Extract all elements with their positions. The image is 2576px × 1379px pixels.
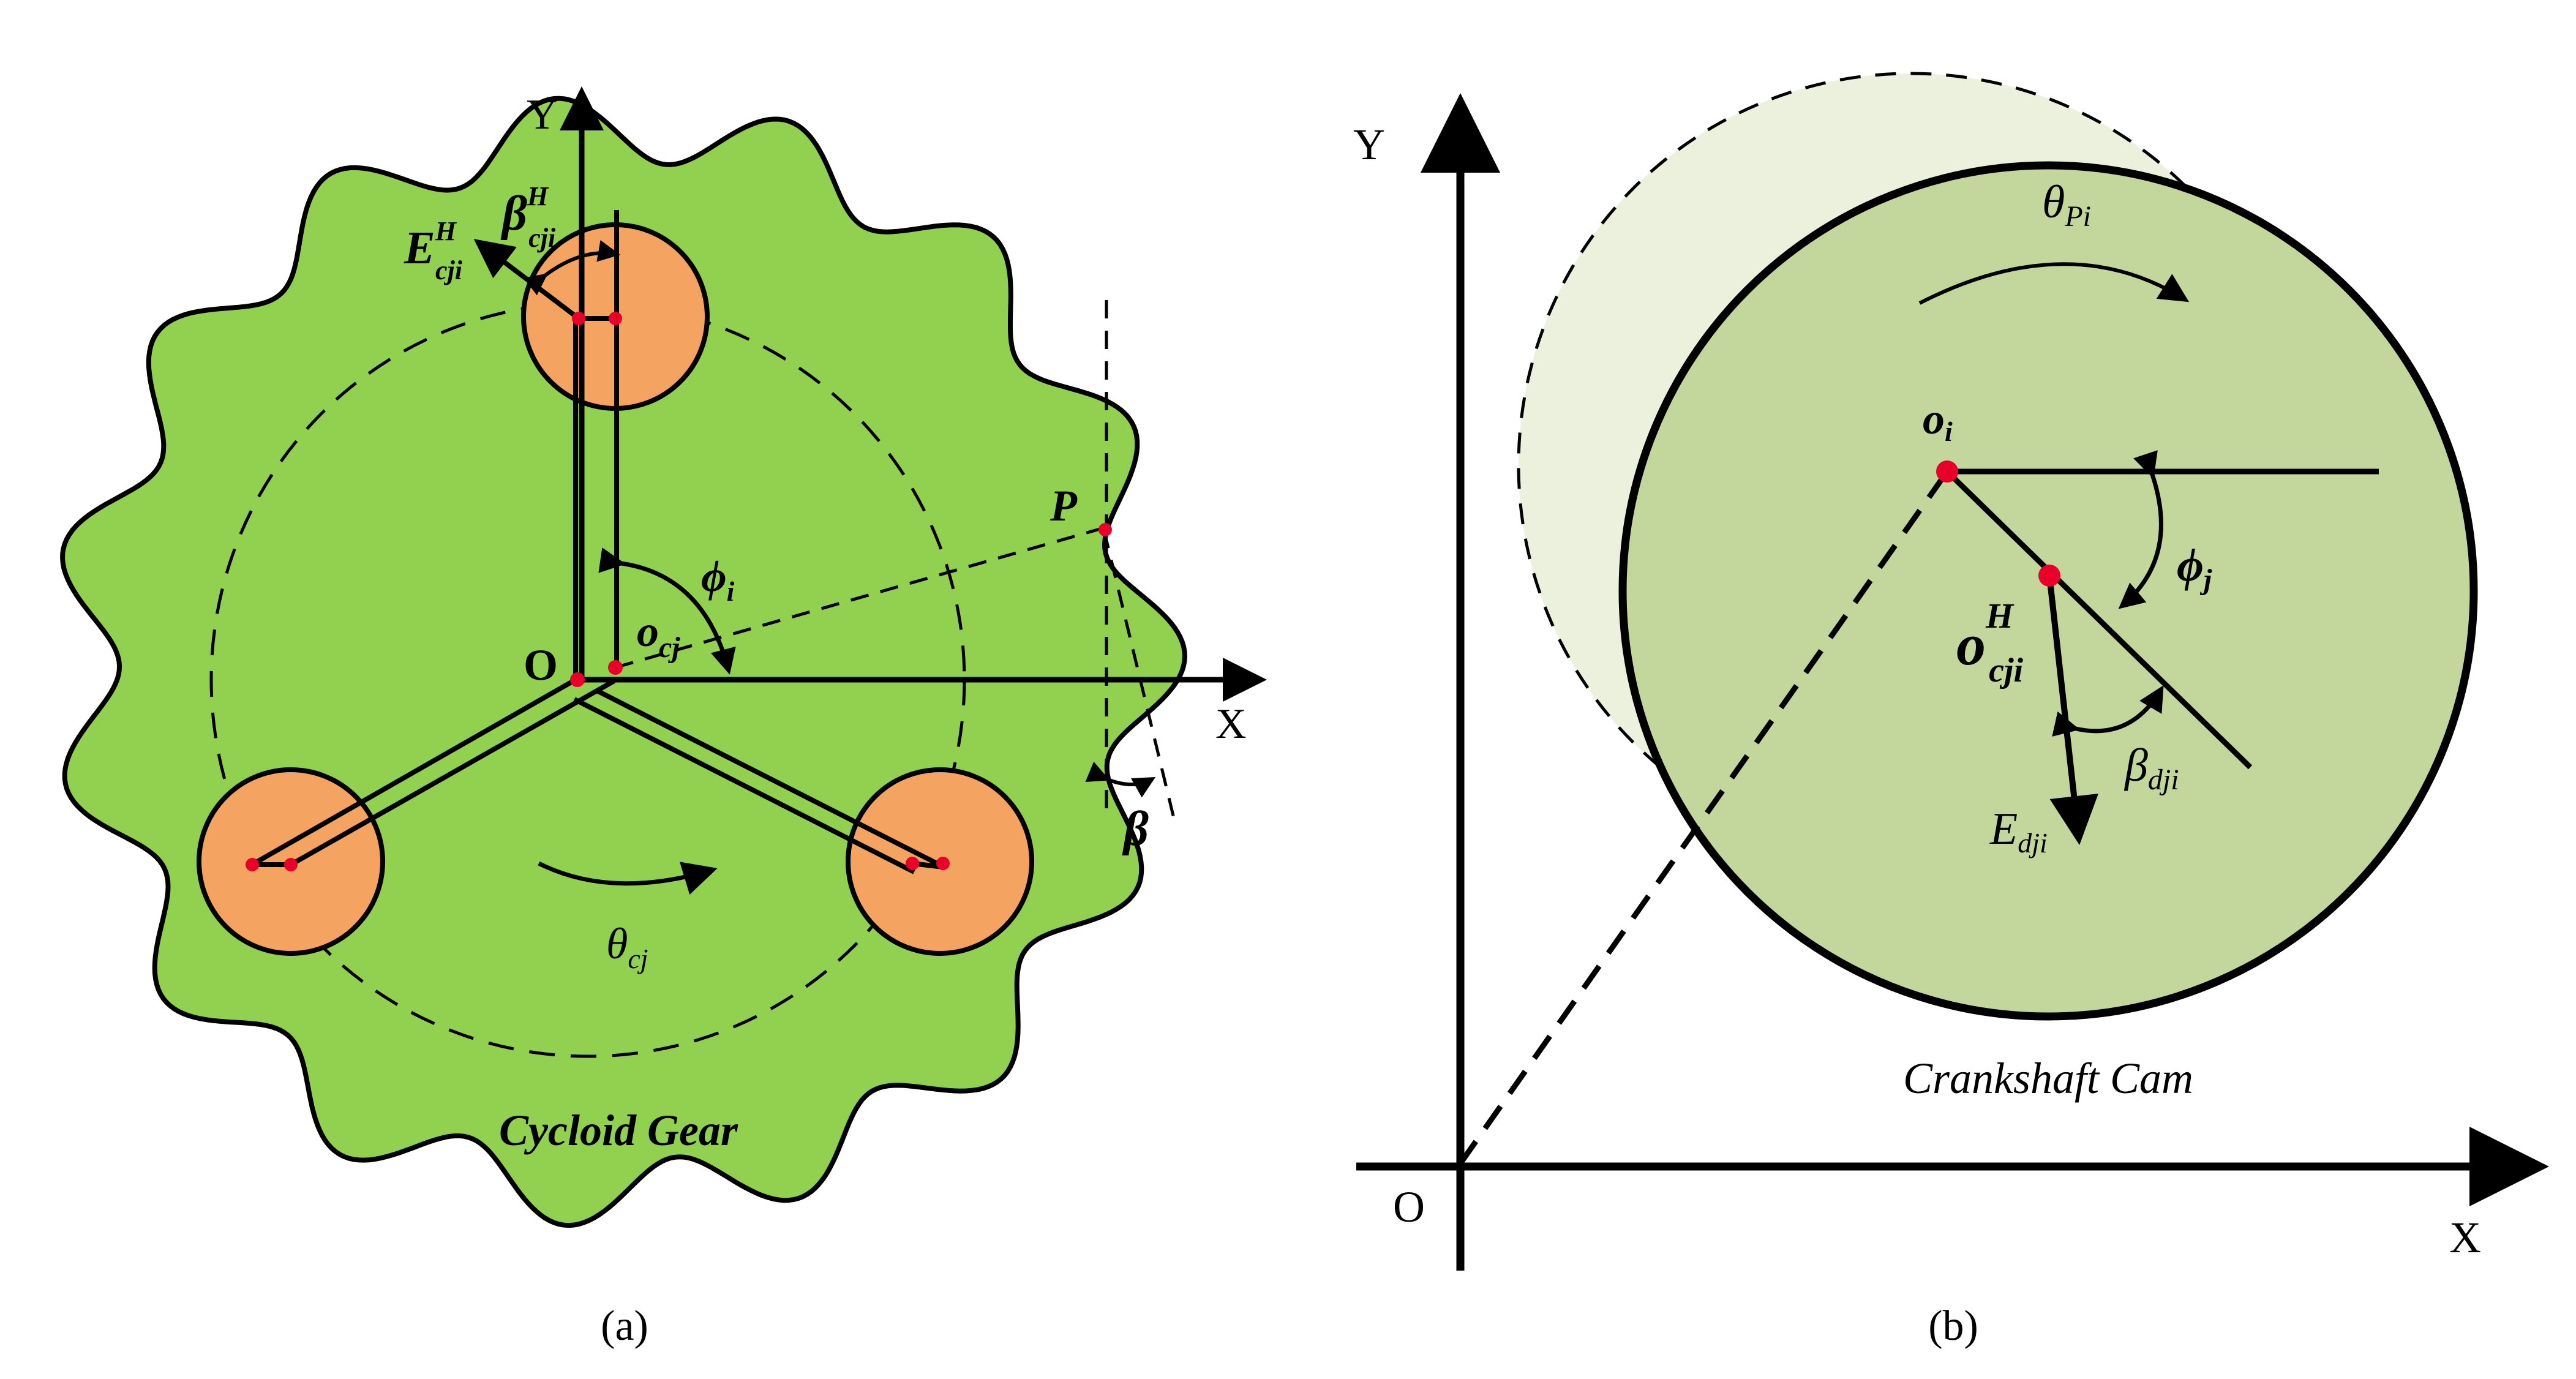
phi-j-label: ϕj bbox=[2177, 539, 2212, 596]
point-pin-top-b bbox=[609, 312, 622, 325]
cam-label: Crankshaft Cam bbox=[1903, 1054, 2193, 1103]
axis-y-label-a: Y bbox=[527, 91, 558, 138]
radial-line-to-p bbox=[615, 526, 1105, 669]
point-pin-top-a bbox=[572, 312, 585, 325]
e-dji-label: Edji bbox=[1989, 804, 2048, 859]
center-ocj-label: ocj bbox=[637, 607, 680, 664]
e-cji-arrow bbox=[473, 239, 580, 321]
theta-pi-label: θPi bbox=[2042, 176, 2091, 233]
caption-a: (a) bbox=[601, 1302, 648, 1350]
point-o-cji-h bbox=[2038, 565, 2060, 587]
diagonal-line bbox=[1945, 469, 2253, 770]
point-pin-right-b bbox=[936, 857, 950, 870]
origin-label-a: O bbox=[524, 641, 558, 690]
point-center-ocj bbox=[608, 660, 623, 675]
gear-label: Cycloid Gear bbox=[499, 1106, 738, 1155]
point-pin-left-a bbox=[246, 858, 259, 871]
dashed-line-to-oi bbox=[1458, 470, 1950, 1165]
point-oi bbox=[1936, 460, 1958, 483]
center-oi-label: oi bbox=[1923, 394, 1953, 447]
phi-j-arc bbox=[2118, 450, 2163, 609]
beta-dji-arc bbox=[2052, 685, 2164, 737]
axis-y-label-b: Y bbox=[1353, 120, 1385, 169]
origin-label-b: O bbox=[1393, 1182, 1425, 1231]
points-a bbox=[246, 312, 1112, 871]
beta-label: β bbox=[1122, 802, 1149, 856]
phi-i-arc bbox=[598, 547, 736, 675]
theta-cj-label: θcj bbox=[606, 919, 648, 974]
axis-x-label-a: X bbox=[1215, 701, 1247, 748]
point-p-label: P bbox=[1050, 481, 1078, 530]
normal-line bbox=[1102, 530, 1176, 821]
beta-h-arc bbox=[524, 240, 620, 296]
point-p bbox=[1098, 523, 1112, 536]
point-pin-left-b bbox=[284, 858, 298, 871]
point-pin-right-a bbox=[906, 857, 919, 870]
axis-x-label-b: X bbox=[2449, 1213, 2481, 1262]
theta-cj-arrow bbox=[538, 861, 718, 895]
theta-pi-arrow bbox=[1918, 262, 2190, 305]
caption-b: (b) bbox=[1928, 1302, 1978, 1350]
phi-i-label: ϕi bbox=[701, 552, 735, 607]
point-center-o bbox=[570, 672, 585, 687]
beta-dji-label: βdji bbox=[2124, 740, 2179, 796]
beta-arc bbox=[1085, 761, 1156, 798]
